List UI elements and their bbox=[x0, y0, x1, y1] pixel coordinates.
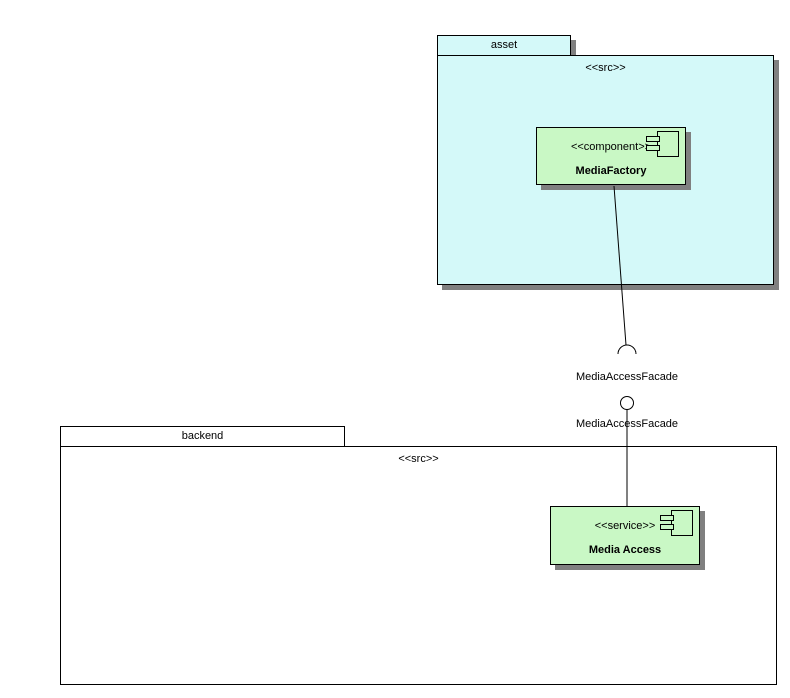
component-media-factory-name: MediaFactory bbox=[575, 165, 647, 177]
package-backend-name: backend bbox=[181, 430, 224, 442]
package-backend-body[interactable]: <<src>> bbox=[60, 446, 777, 685]
package-asset-tab[interactable]: asset bbox=[437, 35, 571, 56]
package-backend-tab[interactable]: backend bbox=[60, 426, 345, 447]
component-media-factory-stereotype: <<component>> bbox=[570, 141, 652, 153]
uml-component-icon bbox=[646, 131, 679, 157]
ball-provided-interface-icon[interactable] bbox=[620, 396, 634, 410]
component-media-access-name: Media Access bbox=[588, 544, 662, 556]
package-backend-stereotype: <<src>> bbox=[398, 453, 439, 465]
component-media-access-stereotype: <<service>> bbox=[594, 520, 656, 532]
uml-component-icon bbox=[660, 510, 693, 536]
socket-required-interface-icon[interactable] bbox=[617, 344, 637, 355]
package-asset-name: asset bbox=[490, 39, 518, 51]
provided-interface-label: MediaAccessFacade bbox=[575, 418, 679, 430]
package-asset-stereotype: <<src>> bbox=[585, 62, 626, 74]
component-media-access[interactable]: <<service>> Media Access bbox=[550, 506, 700, 565]
component-media-factory[interactable]: <<component>> MediaFactory bbox=[536, 127, 686, 185]
required-interface-label: MediaAccessFacade bbox=[575, 371, 679, 383]
